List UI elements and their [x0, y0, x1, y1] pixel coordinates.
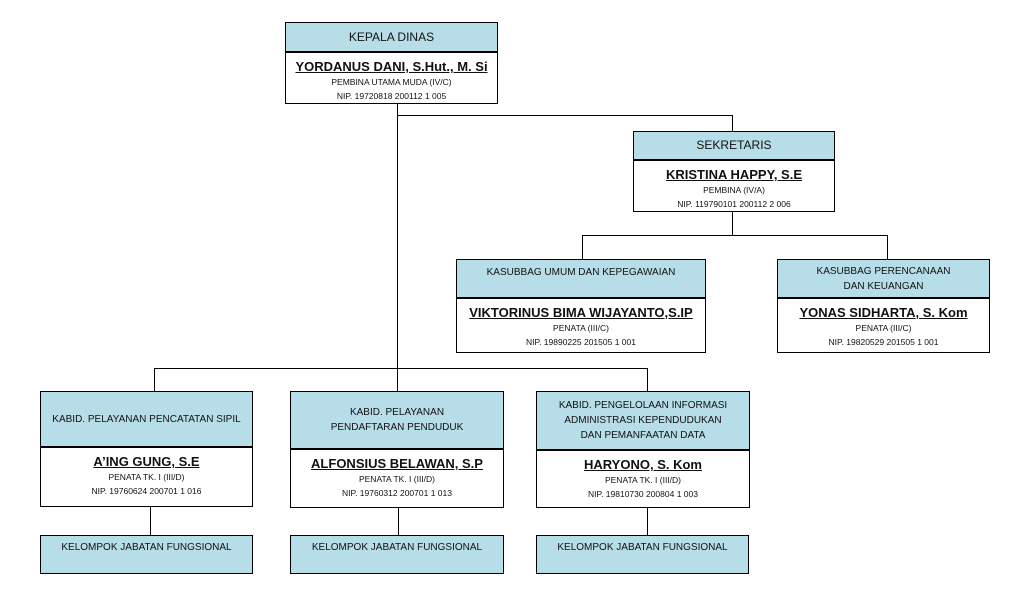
official-name: A’ING GUNG, S.E — [93, 454, 200, 469]
connector-line — [398, 506, 399, 535]
rank: PENATA TK. I (III/D) — [108, 472, 185, 482]
rank: PENATA TK. I (III/D) — [604, 475, 682, 485]
kelompok-fungsional-box: KELOMPOK JABATAN FUNGSIONAL — [40, 535, 253, 574]
position-title: KASUBBAG UMUM DAN KEPEGAWAIAN — [457, 260, 705, 299]
rank: PEMBINA UTAMA MUDA (IV/C) — [331, 77, 452, 87]
nip: NIP. 19890225 201505 1 001 — [526, 337, 636, 347]
official-name: ALFONSIUS BELAWAN, S.P — [311, 456, 483, 471]
connector-line — [150, 506, 151, 535]
kabid-pengelolaan-informasi-box: KABID. PENGELOLAAN INFORMASI ADMINISTRAS… — [536, 391, 750, 508]
kepala-dinas-box: KEPALA DINAS YORDANUS DANI, S.Hut., M. S… — [285, 22, 498, 104]
connector-line — [582, 235, 888, 236]
connector-line — [154, 368, 648, 369]
official-name: YONAS SIDHARTA, S. Kom — [799, 305, 968, 320]
connector-line — [732, 211, 733, 235]
rank: PENATA (III/C) — [855, 323, 912, 333]
kelompok-fungsional-box: KELOMPOK JABATAN FUNGSIONAL — [290, 535, 504, 574]
nip: NIP. 19760624 200701 1 016 — [91, 486, 202, 496]
connector-line — [647, 506, 648, 535]
connector-line — [732, 115, 733, 131]
official-name: YORDANUS DANI, S.Hut., M. Si — [295, 59, 488, 74]
official-name: HARYONO, S. Kom — [584, 457, 702, 472]
position-title: KABID. PELAYANAN PENCATATAN SIPIL — [41, 392, 252, 448]
official-name: VIKTORINUS BIMA WIJAYANTO,S.IP — [469, 305, 693, 320]
nip: NIP. 19760312 200701 1 013 — [342, 488, 452, 498]
kasubbag-umum-box: KASUBBAG UMUM DAN KEPEGAWAIAN VIKTORINUS… — [456, 259, 706, 353]
nip: NIP. 19720818 200112 1 005 — [336, 91, 447, 101]
connector-line — [154, 368, 155, 391]
rank: PENATA TK. I (III/D) — [358, 474, 436, 484]
connector-line — [397, 368, 398, 391]
position-title: SEKRETARIS — [634, 132, 834, 161]
connector-line — [397, 103, 398, 368]
nip: NIP. 119790101 200112 2 006 — [677, 199, 791, 209]
kelompok-fungsional-box: KELOMPOK JABATAN FUNGSIONAL — [536, 535, 749, 574]
sekretaris-box: SEKRETARIS KRISTINA HAPPY, S.E PEMBINA (I… — [633, 131, 835, 212]
position-title: KEPALA DINAS — [286, 23, 497, 53]
position-title: KABID. PENGELOLAAN INFORMASI ADMINISTRAS… — [537, 392, 749, 451]
connector-line — [397, 115, 733, 116]
nip: NIP. 19810730 200804 1 003 — [588, 489, 698, 499]
kabid-pencatatan-sipil-box: KABID. PELAYANAN PENCATATAN SIPIL A’ING … — [40, 391, 253, 507]
kasubbag-perencanaan-box: KASUBBAG PERENCANAAN DAN KEUANGAN YONAS … — [777, 259, 990, 353]
nip: NIP. 19820529 201505 1 001 — [828, 337, 939, 347]
rank: PEMBINA (IV/A) — [703, 185, 765, 195]
rank: PENATA (III/C) — [553, 323, 609, 333]
position-title: KABID. PELAYANAN PENDAFTARAN PENDUDUK — [291, 392, 503, 450]
connector-line — [887, 235, 888, 259]
kabid-pendaftaran-penduduk-box: KABID. PELAYANAN PENDAFTARAN PENDUDUK AL… — [290, 391, 504, 508]
official-name: KRISTINA HAPPY, S.E — [665, 167, 803, 182]
position-title: KASUBBAG PERENCANAAN DAN KEUANGAN — [778, 260, 989, 299]
connector-line — [647, 368, 648, 391]
connector-line — [582, 235, 583, 259]
